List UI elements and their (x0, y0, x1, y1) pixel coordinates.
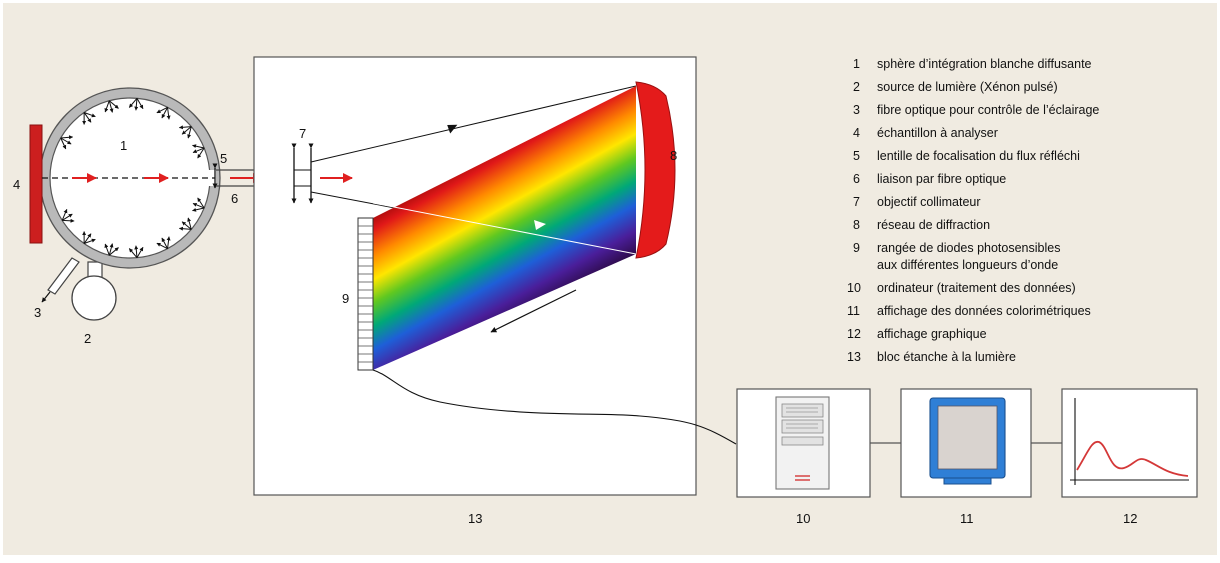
legend-num: 7 (853, 195, 860, 209)
legend-text: objectif collimateur (877, 195, 981, 209)
legend-text: liaison par fibre optique (877, 172, 1006, 186)
legend-num: 9 (853, 241, 860, 255)
label-3: 3 (34, 305, 41, 320)
ray-direction-arrow (534, 220, 546, 230)
reflection-arrow-cluster (128, 97, 144, 111)
label-5: 5 (220, 151, 227, 166)
label-9: 9 (342, 291, 349, 306)
reflection-arrow-cluster (178, 217, 192, 231)
legend-text: fibre optique pour contrôle de l’éclaira… (877, 103, 1099, 117)
sample-holder (29, 124, 43, 244)
legend-num: 13 (847, 350, 861, 364)
legend-text: aux différentes longueurs d’onde (877, 258, 1058, 272)
legend-num: 2 (853, 80, 860, 94)
label-1: 1 (120, 138, 127, 153)
label-13: 13 (468, 511, 482, 526)
legend-text: bloc étanche à la lumière (877, 350, 1016, 364)
ray-direction-arrow (447, 124, 458, 134)
dispersion-arrow (490, 289, 577, 333)
legend-num: 5 (853, 149, 860, 163)
legend-num: 8 (853, 218, 860, 232)
legend-text: affichage graphique (877, 327, 987, 341)
legend-num: 10 (847, 281, 861, 295)
label-2: 2 (84, 331, 91, 346)
legend-text: réseau de diffraction (877, 218, 990, 232)
legend-num: 11 (847, 304, 860, 318)
legend-text: sphère d’intégration blanche diffusante (877, 57, 1092, 71)
legend-num: 1 (853, 57, 860, 71)
legend-text: échantillon à analyser (877, 126, 998, 140)
reflection-arrow-cluster (104, 243, 119, 256)
reflection-arrow-cluster (82, 231, 96, 245)
computer-tower-icon (775, 396, 830, 490)
legend-num: 12 (847, 327, 861, 341)
legend: 1 sphère d’intégration blanche diffusant… (847, 57, 1099, 364)
reflection-arrow-cluster (82, 111, 96, 125)
reflection-arrow-cluster (178, 125, 192, 139)
label-7: 7 (299, 126, 306, 141)
graph-plot-icon (1070, 398, 1189, 485)
legend-num: 6 (853, 172, 860, 186)
reflection-arrow-cluster (61, 208, 75, 223)
monitor-icon (929, 397, 1006, 485)
collimator-lens (291, 143, 314, 204)
legend-text: source de lumière (Xénon pulsé) (877, 80, 1058, 94)
photodiode-array (357, 217, 374, 371)
legend-text: ordinateur (traitement des données) (877, 281, 1076, 295)
diffraction-grating (635, 81, 676, 259)
reflection-arrow-cluster (156, 106, 171, 120)
ray-to-grating-top (310, 85, 637, 163)
integrating-sphere (39, 87, 221, 321)
reflection-arrow-cluster (60, 135, 74, 150)
ray-to-grating-bottom-overlay (372, 202, 637, 255)
label-4: 4 (13, 177, 20, 192)
label-10: 10 (796, 511, 810, 526)
label-8: 8 (670, 148, 677, 163)
reflection-arrow-cluster (192, 197, 205, 212)
label-11: 11 (960, 511, 974, 526)
reflection-arrow-cluster (156, 236, 171, 250)
legend-num: 4 (853, 126, 860, 140)
graph-box (1061, 388, 1198, 498)
diffuse-reflection-arrows (60, 97, 205, 259)
legend-text: affichage des données colorimétriques (877, 304, 1091, 318)
label-12: 12 (1123, 511, 1137, 526)
reflection-arrow-cluster (104, 100, 119, 113)
legend-text: rangée de diodes photosensibles (877, 241, 1060, 255)
data-cable (372, 369, 737, 445)
legend-text: lentille de focalisation du flux réfléch… (877, 149, 1080, 163)
reflection-arrow-cluster (128, 245, 144, 259)
label-6: 6 (231, 191, 238, 206)
reflection-arrow-cluster (192, 144, 205, 159)
legend-num: 3 (853, 103, 860, 117)
